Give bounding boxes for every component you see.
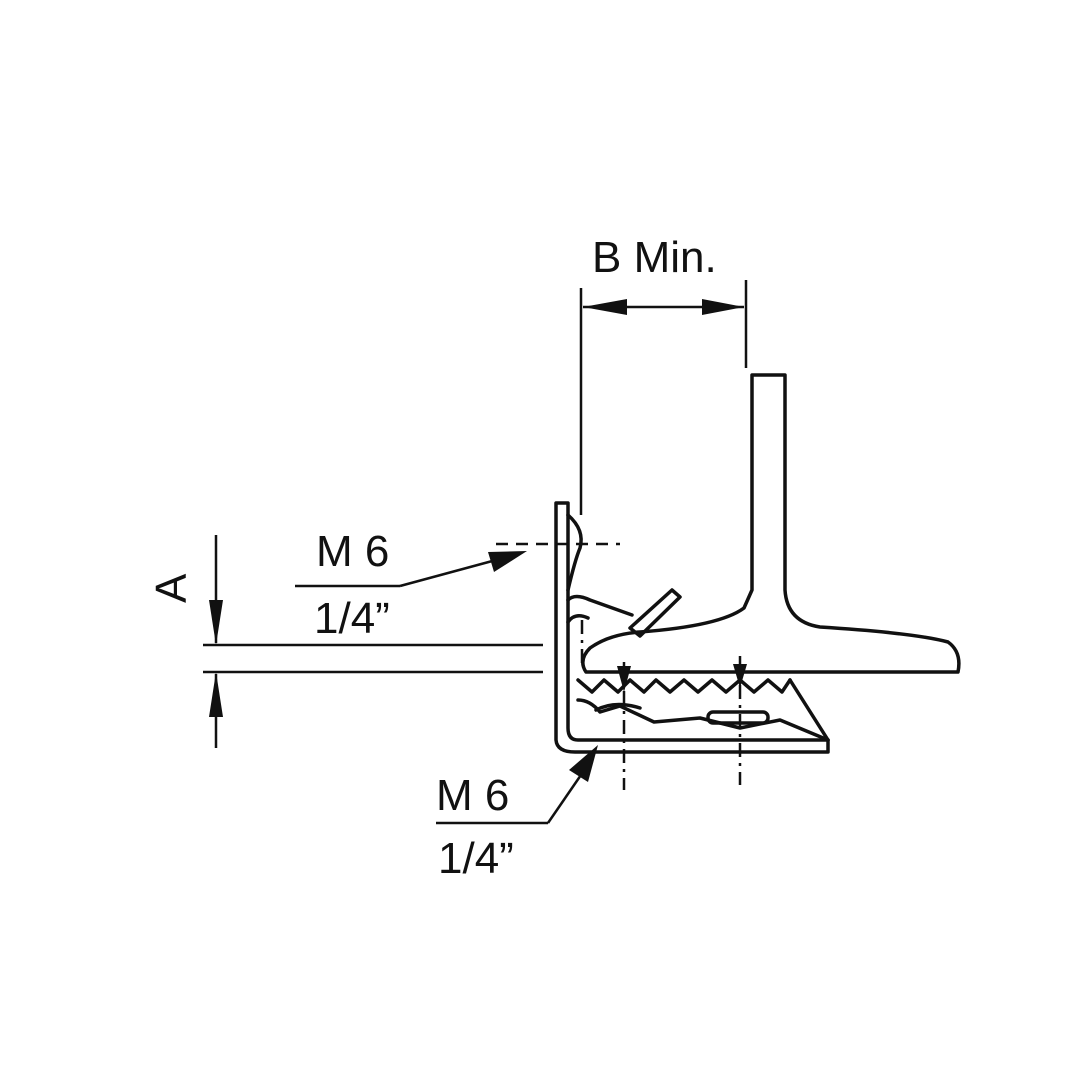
arrowhead-icon [733,664,747,688]
dimension-b [579,280,748,515]
thread-bottom-imperial-label: 1/4” [438,834,514,883]
thread-top-imperial-label: 1/4” [314,594,390,643]
center-lines [496,542,747,790]
thread-bottom-leader [436,745,598,825]
grip-strip [576,678,830,742]
dimension-b-label: B Min. [592,233,717,282]
arrowhead-icon [488,551,527,572]
dimension-a-label: A [147,573,196,603]
thread-top-metric-label: M 6 [316,527,389,576]
arrowhead-icon [583,299,627,315]
arrowhead-icon [209,672,223,717]
t-profile [581,373,961,674]
arrowhead-icon [702,299,744,315]
thread-top-leader [295,551,527,588]
bracket-part [554,501,830,754]
slot-icon [706,710,770,725]
arrowhead-icon [209,600,223,645]
dimension-a [203,535,543,748]
arrowhead-icon [617,666,631,692]
arrowhead-icon [569,745,598,782]
thread-bottom-metric-label: M 6 [436,771,509,820]
